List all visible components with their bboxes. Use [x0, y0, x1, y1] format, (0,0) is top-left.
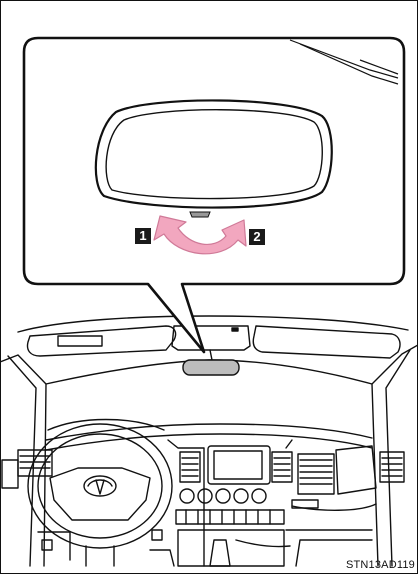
mirror-large — [96, 100, 332, 217]
step-1-label: 1 — [135, 228, 151, 244]
step-2-label: 2 — [249, 229, 265, 245]
rearview-mirror-small — [183, 360, 239, 375]
mirror-tab — [190, 212, 210, 217]
image-code: STN13AD119 — [346, 559, 415, 571]
